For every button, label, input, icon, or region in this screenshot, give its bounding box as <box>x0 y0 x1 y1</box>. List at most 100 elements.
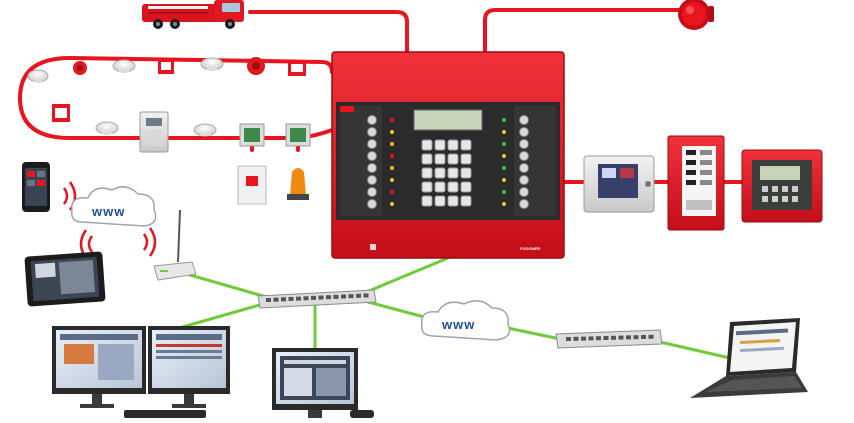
panel-right-button <box>519 115 529 125</box>
panel-led <box>502 154 506 158</box>
panel-left-button <box>367 139 377 149</box>
switch-port <box>641 335 646 339</box>
panel-led <box>390 190 394 194</box>
panel-led <box>390 142 394 146</box>
router-icon <box>153 209 197 281</box>
switch-port <box>566 337 571 341</box>
switch-port <box>588 336 594 341</box>
panel-keypad <box>421 139 472 207</box>
panel-led <box>502 202 506 206</box>
laptop-icon <box>690 318 808 398</box>
panel-brand-label: FOGGNER <box>520 246 540 251</box>
panel-key <box>421 153 433 165</box>
panel-key <box>434 195 446 207</box>
panel-key <box>434 139 446 151</box>
cable-to-fire-truck <box>248 10 409 54</box>
panel-led <box>390 166 394 170</box>
switch-port <box>311 295 316 300</box>
switch-port <box>333 294 339 299</box>
smoke-detector-icon <box>200 57 224 71</box>
panel-right-button <box>519 199 529 209</box>
switch-port <box>573 336 579 341</box>
switch-port <box>281 297 286 302</box>
switch-port <box>348 294 354 299</box>
panel-led <box>502 130 506 134</box>
manual-call-point-icon <box>158 58 174 74</box>
switch-port <box>296 296 301 301</box>
net-switch-to-cloud <box>366 300 430 320</box>
loop-devices <box>27 57 311 205</box>
repeater-panel-icon <box>667 135 725 231</box>
panel-led <box>390 178 394 182</box>
switch-port <box>618 335 624 340</box>
smoke-detector-icon <box>27 69 49 83</box>
switch-port <box>356 293 361 298</box>
desktop-monitor-icon <box>272 348 374 418</box>
panel-key <box>447 195 459 207</box>
io-module-icon <box>285 123 311 147</box>
mimic-panel-icon <box>583 155 655 213</box>
panel-left-button <box>367 115 377 125</box>
switch-ports-1 <box>266 293 369 302</box>
dual-monitor-workstation-icon <box>52 326 230 418</box>
sounder-icon <box>73 61 87 75</box>
switch-port <box>273 297 279 302</box>
panel-key <box>421 181 433 193</box>
remote-panel-icon <box>741 149 823 223</box>
panel-key <box>434 153 446 165</box>
panel-left-button <box>367 187 377 197</box>
panel-key <box>434 167 446 179</box>
panel-left-button <box>367 127 377 137</box>
panel-led <box>390 154 394 158</box>
panel-led <box>502 178 506 182</box>
sounder-icon <box>247 57 265 75</box>
panel-led <box>502 142 506 146</box>
beacon-icon <box>287 168 309 200</box>
panel-left-button <box>367 175 377 185</box>
tablet-icon <box>24 251 106 307</box>
panel-right-button <box>519 175 529 185</box>
switch-port <box>266 298 271 302</box>
switch-port <box>318 295 324 300</box>
cloud-icon: www <box>421 300 511 341</box>
io-module-icon <box>239 123 265 147</box>
panel-key <box>421 195 433 207</box>
switch-port <box>648 334 654 339</box>
panel-key <box>421 139 433 151</box>
smartphone-icon <box>22 162 50 212</box>
panel-led <box>390 202 394 206</box>
detector-loop <box>17 55 334 140</box>
network-switch-icon <box>555 329 663 349</box>
panel-key <box>447 153 459 165</box>
manual-call-point-icon <box>288 60 306 76</box>
io-module-icon <box>139 111 169 153</box>
switch-port <box>341 294 346 299</box>
switch-port <box>626 335 631 340</box>
network-switch-icon <box>257 289 377 309</box>
panel-key <box>460 167 472 179</box>
panel-led <box>502 190 506 194</box>
panel-left-button <box>367 151 377 161</box>
panel-right-button <box>519 151 529 161</box>
panel-led <box>390 118 394 122</box>
panel-right-button <box>519 187 529 197</box>
switch-port <box>303 296 309 301</box>
panel-right-button <box>519 163 529 173</box>
smoke-detector-icon <box>95 121 119 135</box>
switch-port <box>633 335 639 340</box>
panel-left-button <box>367 199 377 209</box>
net-switch-to-workstation <box>170 300 272 332</box>
switch-port <box>363 293 369 298</box>
cloud-label-2: www <box>441 317 475 332</box>
panel-key <box>421 167 433 179</box>
switch-port <box>326 295 331 300</box>
cloud-icon: www <box>70 186 157 227</box>
panel-led <box>390 130 394 134</box>
panel-key <box>447 167 459 179</box>
cable-to-bell <box>483 8 688 54</box>
panel-key <box>447 139 459 151</box>
smoke-detector-icon <box>193 123 217 137</box>
net-router-to-switch <box>188 273 272 300</box>
